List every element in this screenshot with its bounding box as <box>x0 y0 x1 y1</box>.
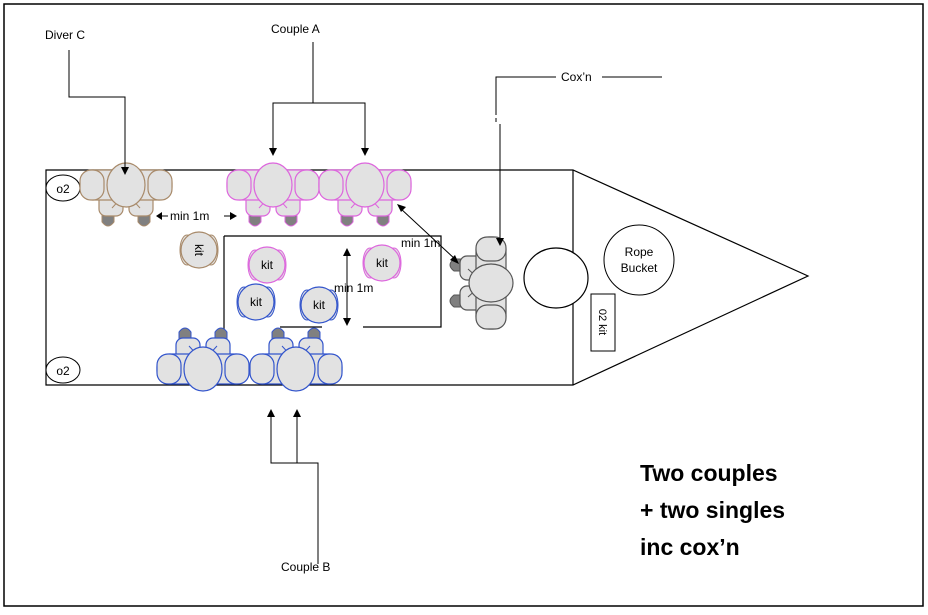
boat-hull <box>45 169 810 386</box>
outer-frame <box>3 3 924 607</box>
caption-line-3: inc cox’n <box>640 534 740 560</box>
kit-bag-diver-c-label: kit <box>192 244 206 257</box>
kit-bag-couple-a-2: kit <box>362 244 402 282</box>
kit-bag-couple-b-1-label: kit <box>250 295 263 309</box>
caption-line-2: + two singles <box>640 497 786 523</box>
caption-line-1: Two couples <box>640 460 778 486</box>
kit-bag-couple-a-2-label: kit <box>376 256 389 270</box>
o2-station-bottom: o2 <box>45 356 81 384</box>
min-1m-label-right: min 1m <box>401 236 440 250</box>
distance-marker-coupleA-coxn: min 1m <box>397 204 459 264</box>
couple-a-label: Couple A <box>271 22 320 36</box>
o2-kit-box: 02 kit <box>590 293 616 352</box>
rope-bucket: Rope Bucket <box>603 224 675 296</box>
min-1m-label-left: min 1m <box>170 209 209 223</box>
central-compartment <box>223 235 442 340</box>
couple-b-diver-1 <box>156 327 250 392</box>
rope-bucket-label-line2: Bucket <box>621 261 658 275</box>
kit-bag-couple-a-1: kit <box>247 246 287 284</box>
diver-c <box>79 162 173 227</box>
kit-bag-couple-b-2: kit <box>299 286 339 324</box>
o2-top-label: o2 <box>56 182 70 196</box>
coxn-console <box>523 247 589 309</box>
distance-marker-kits: min 1m <box>334 248 373 326</box>
coxn-callout: Cox’n <box>495 70 662 246</box>
o2-bottom-label: o2 <box>56 364 70 378</box>
couple-b-callout: Couple B <box>267 409 330 574</box>
coxn-diver <box>449 236 514 330</box>
couple-a-diver-1 <box>226 162 320 227</box>
kit-bag-couple-b-1: kit <box>236 283 276 321</box>
kit-bag-couple-b-2-label: kit <box>313 298 326 312</box>
couple-a-diver-2 <box>318 162 412 227</box>
coxn-label: Cox’n <box>561 70 592 84</box>
diver-c-callout: Diver C <box>45 28 129 175</box>
couple-a-callout: Couple A <box>269 22 369 156</box>
distance-marker-diverc-coupleA: min 1m <box>156 209 237 223</box>
couple-b-label: Couple B <box>281 560 330 574</box>
o2-kit-label: 02 kit <box>596 309 608 335</box>
o2-station-top: o2 <box>45 174 81 202</box>
rope-bucket-label-line1: Rope <box>625 245 654 259</box>
caption-block: Two couples + two singles inc cox’n <box>640 455 900 566</box>
couple-b-diver-2 <box>249 327 343 392</box>
kit-bag-diver-c: kit <box>179 231 219 269</box>
min-1m-label-center: min 1m <box>334 281 373 295</box>
diver-c-label: Diver C <box>45 28 85 42</box>
kit-bag-couple-a-1-label: kit <box>261 258 274 272</box>
